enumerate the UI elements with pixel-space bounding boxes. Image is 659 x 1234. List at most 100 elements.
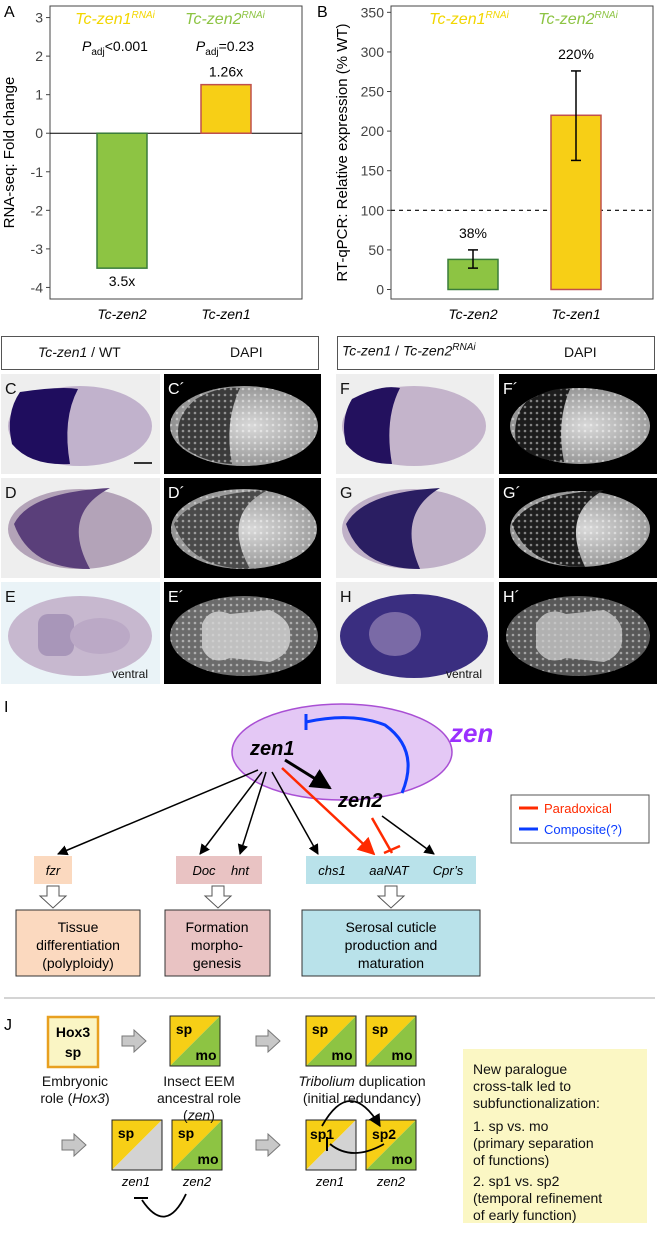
stage2-activation-arc: [321, 1100, 381, 1128]
ytick-label-B-2: 100: [361, 202, 385, 218]
red-tbar: [383, 844, 401, 855]
padj-label-A-1: Padj=0.23: [196, 38, 254, 58]
ytick-label-A-5: 1: [35, 87, 43, 103]
label-d: D: [5, 485, 17, 502]
stage2-inhibition-arc: [329, 1143, 385, 1154]
ventral-label-right: ventral: [446, 667, 482, 681]
label-e: E: [5, 589, 16, 606]
trib1-sp: sp: [312, 1021, 328, 1037]
evolution-diagram: J Hox3 sp sp mo sp mo sp mo sp: [4, 1015, 417, 1218]
note-line-7: 2. sp1 vs. sp2: [473, 1173, 560, 1189]
dapi-d: [171, 489, 317, 569]
padj-label-A-0: Padj<0.001: [82, 38, 148, 58]
header-left-rest: / WT: [87, 344, 121, 360]
ylabel-A: RNA-seq: Fold change: [1, 77, 18, 229]
group-label-B-0: Tc-zen1RNAi: [429, 10, 509, 28]
ytick-label-A-6: 2: [35, 48, 43, 64]
value-label-B-1: 220%: [558, 46, 594, 62]
tissue-box: [15, 909, 141, 977]
fzr-label: fzr: [46, 863, 61, 878]
grey-arrow-4: [255, 1132, 281, 1158]
ytick-label-A-7: 3: [35, 10, 43, 26]
cprs-label: Cpr’s: [433, 863, 464, 878]
note-line-3: subfunctionalization:: [473, 1095, 600, 1111]
serosal-line-2: production and: [345, 937, 438, 953]
stage1-zen2-label: zen2: [182, 1174, 212, 1189]
header-right-sup: RNAi: [452, 342, 476, 353]
note-line-6: of functions): [473, 1152, 550, 1168]
dapi-c: [170, 386, 318, 466]
ylabel-B: RT-qPCR: Relative expression (% WT): [334, 23, 351, 281]
label-g-prime: G´: [503, 485, 521, 502]
header-left-dapi: DAPI: [230, 344, 263, 360]
ytick-label-B-1: 50: [368, 242, 384, 258]
caption-tribolium-line2: (initial redundancy): [302, 1090, 422, 1106]
panel-letter-B: B: [317, 4, 328, 21]
chs1-label: chs1: [318, 863, 345, 878]
header-right-gene: Tc-zen1: [342, 342, 392, 359]
caption-embryonic-role: role (: [40, 1090, 73, 1106]
note-line-9: of early function): [473, 1207, 577, 1223]
arrow-zen1-fzr: [57, 769, 259, 856]
hnt-label: hnt: [231, 863, 250, 878]
red-inhib-zen2-aanat: [370, 817, 394, 854]
embryo-d: [8, 488, 152, 569]
label-f: F: [340, 381, 350, 398]
zen2-box-stage1: sp mo: [171, 1119, 223, 1171]
stage2-sp2: sp2: [372, 1126, 396, 1142]
ytick-label-A-3: -1: [31, 164, 44, 180]
tissue-line-2: differentiation: [36, 937, 120, 953]
serosal-line-1: Serosal cuticle: [345, 919, 436, 935]
embryo-f: [342, 386, 486, 466]
header-left-box: Tc-zen1 / WT DAPI: [1, 336, 319, 370]
stage1-zen2-sp: sp: [178, 1125, 194, 1141]
hox3-label: Hox3: [56, 1024, 90, 1040]
insect-box: sp mo: [169, 1015, 221, 1067]
fzr-box: [34, 856, 72, 884]
caption-insect-zen: zen: [187, 1107, 211, 1123]
legend-paradoxical: Paradoxical: [544, 801, 612, 816]
value-label-A-0: 3.5x: [109, 273, 135, 289]
zen2-node: zen2: [337, 790, 382, 812]
note-line-1: New paralogue: [473, 1061, 568, 1077]
header-right-box: Tc-zen1 / Tc-zen2RNAi DAPI: [337, 336, 655, 370]
ytick-label-A-2: -2: [31, 202, 44, 218]
header-right-gene2: Tc-zen2: [402, 342, 453, 359]
tribolium-box-2: sp mo: [365, 1015, 417, 1067]
insect-sp: sp: [176, 1021, 192, 1037]
category-label-B-0: Tc-zen2: [448, 306, 498, 320]
arrow-zen1-doc: [199, 771, 263, 855]
label-i: I: [4, 699, 8, 716]
category-label-B-1: Tc-zen1: [551, 306, 600, 320]
stage2-zen1-label: zen1: [315, 1174, 344, 1189]
down-arrow-chs: [376, 885, 406, 909]
bar-A-1: [200, 83, 252, 134]
ytick-label-A-4: 0: [35, 125, 43, 141]
embryo-e: [8, 596, 152, 676]
arrow-zen2-cprs: [381, 815, 435, 855]
group-label-B-1: Tc-zen2RNAi: [538, 10, 618, 28]
tissue-line-3: (polyploidy): [42, 955, 114, 971]
trib2-mo: mo: [392, 1047, 413, 1063]
caption-insect-role: ancestral role (: [156, 1090, 242, 1123]
label-e-prime: E´: [168, 589, 184, 606]
caption-insect-close: ): [210, 1107, 215, 1123]
formation-box: [164, 909, 271, 977]
arrow-zen1-chs1: [271, 771, 319, 855]
label-c-prime: C´: [168, 381, 185, 398]
network-diagram: I zen1 zen2 zen Paradoxical Composite(?)…: [4, 699, 655, 999]
label-h-prime: H´: [503, 589, 520, 606]
caption-embryonic: Embryonic role (Hox3): [30, 1073, 120, 1107]
stage2-sp1: sp1: [310, 1126, 334, 1142]
label-g: G: [340, 485, 352, 502]
stage1-zen2-mo: mo: [198, 1151, 219, 1167]
label-f-prime: F´: [503, 381, 518, 398]
ytick-label-B-4: 200: [361, 123, 385, 139]
dapi-e: [170, 596, 318, 676]
arrow-zen1-hnt: [237, 771, 267, 856]
stage2-mo: mo: [392, 1151, 413, 1167]
plot-frame-B: [390, 5, 654, 300]
ytick-label-A-1: -3: [31, 241, 44, 257]
hox3-sp-label: sp: [65, 1044, 81, 1060]
